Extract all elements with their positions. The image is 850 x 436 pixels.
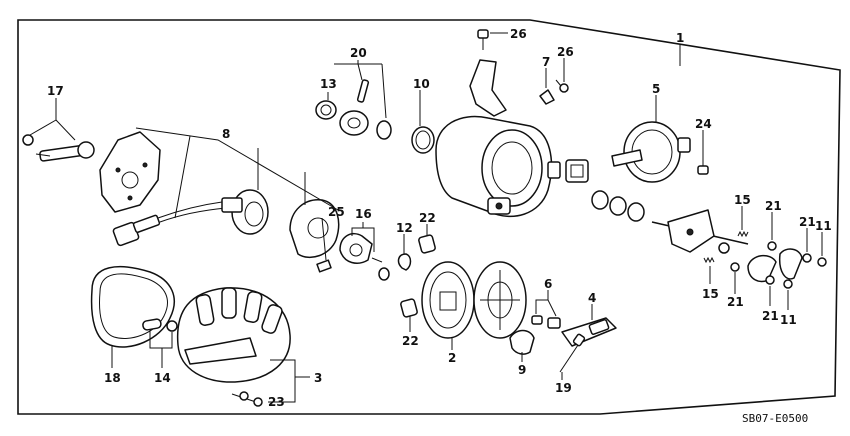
callout-19: 19 — [555, 381, 572, 395]
callout-22-b: 22 — [402, 334, 419, 348]
part-8-plate — [99, 131, 161, 213]
callout-23: 23 — [268, 395, 285, 409]
callout-5: 5 — [652, 82, 660, 96]
part-12-clip — [397, 253, 412, 271]
part-6-pieces — [531, 315, 561, 329]
callout-12: 12 — [396, 221, 413, 235]
callout-16: 16 — [355, 207, 372, 221]
leader-14 — [149, 330, 173, 349]
washer-a — [591, 190, 609, 210]
seal-plate-b — [565, 159, 589, 183]
part-14-rotor — [142, 318, 178, 332]
leader-17 — [29, 98, 57, 136]
leader-6 — [535, 290, 549, 314]
part-2-disc — [421, 261, 475, 339]
callout-13: 13 — [320, 77, 337, 91]
part-4-module — [561, 317, 617, 347]
callout-17: 17 — [47, 84, 64, 98]
callout-8: 8 — [222, 127, 230, 141]
small-washer — [378, 267, 390, 281]
callout-9: 9 — [518, 363, 526, 377]
part-10-oring — [411, 126, 435, 154]
part-16-reluctor — [339, 232, 383, 264]
part-13-ring — [315, 100, 337, 120]
part-8-connector — [112, 201, 227, 247]
callout-26-b: 26 — [557, 45, 574, 59]
callout-21-c: 21 — [799, 215, 816, 229]
callout-25: 25 — [328, 205, 345, 219]
part-11-nuts — [783, 257, 827, 289]
part-26-bolt-top — [477, 29, 489, 50]
callout-1: 1 — [676, 31, 684, 45]
callout-21-d: 21 — [762, 309, 779, 323]
part-15-spring-b — [703, 256, 715, 264]
part-22-bushing-b — [400, 298, 418, 318]
part-25-pickup — [289, 199, 340, 273]
callout-22-a: 22 — [419, 211, 436, 225]
part-26-screw — [555, 79, 569, 93]
part-7-clamp — [539, 89, 555, 105]
callout-labels: 1 2 3 4 5 6 7 8 9 10 11 11 12 13 14 15 1… — [47, 27, 832, 409]
leader-3 — [268, 359, 296, 403]
governor-shaft — [651, 209, 749, 254]
part-9-bracket — [509, 329, 535, 355]
distributor-housing — [435, 59, 553, 218]
callout-6: 6 — [544, 277, 552, 291]
part-5-vacuum — [611, 121, 691, 183]
callout-21-a: 21 — [765, 199, 782, 213]
part-8-coil — [221, 189, 269, 235]
callout-11-a: 11 — [815, 219, 832, 233]
callout-14: 14 — [154, 371, 171, 385]
part-21-weights — [730, 241, 812, 285]
diagram-code: SB07-E0500 — [742, 412, 808, 425]
part-3-cap — [176, 287, 291, 383]
washer-c — [627, 202, 645, 222]
diagram-frame — [17, 19, 841, 415]
callout-10: 10 — [413, 77, 430, 91]
callout-7: 7 — [542, 55, 550, 69]
callout-18: 18 — [104, 371, 121, 385]
part-22-bushing-a — [418, 234, 436, 254]
callout-3: 3 — [314, 371, 322, 385]
callout-11-b: 11 — [780, 313, 797, 327]
seal-plate-a — [547, 161, 561, 179]
callout-21-b: 21 — [727, 295, 744, 309]
callout-15-a: 15 — [734, 193, 751, 207]
part-18-gasket — [90, 266, 175, 348]
part-23-screw — [231, 391, 263, 407]
callout-20: 20 — [350, 46, 367, 60]
signal-plate — [473, 261, 527, 339]
leader-8 — [135, 127, 339, 211]
part-19-screw — [559, 333, 586, 373]
callout-26-a: 26 — [510, 27, 527, 41]
part-17-shaft — [22, 134, 95, 162]
part-20-seal — [339, 79, 392, 140]
washer-b — [609, 196, 627, 216]
callout-15-b: 15 — [702, 287, 719, 301]
callout-2: 2 — [448, 351, 456, 365]
part-24-screw — [697, 140, 709, 175]
part-15-spring-a — [737, 230, 749, 238]
callout-24: 24 — [695, 117, 712, 131]
callout-4: 4 — [588, 291, 596, 305]
